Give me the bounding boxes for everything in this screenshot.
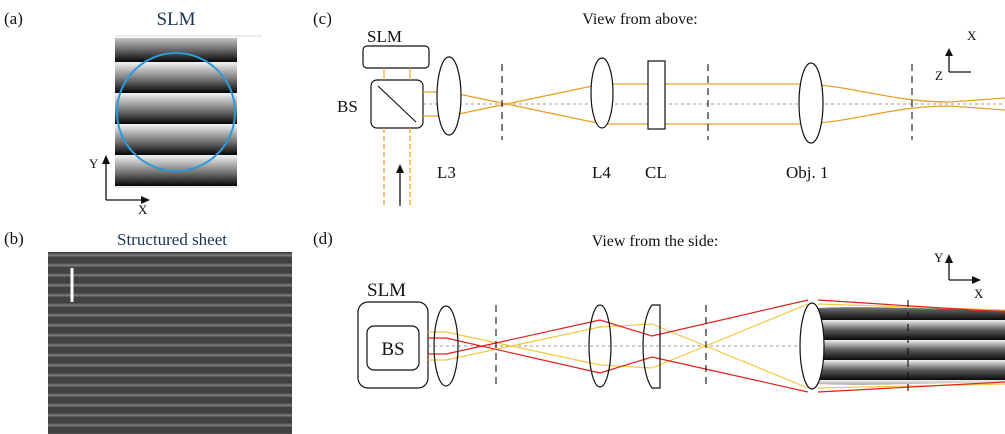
objective-lens-side [799, 302, 825, 390]
panel-d-title: View from the side: [592, 233, 719, 250]
label-l4: L4 [592, 163, 611, 182]
panel-c-tag: (c) [313, 9, 332, 28]
beam-splitter-side [366, 325, 420, 371]
label-l3: L3 [437, 163, 456, 182]
panel-d-axis-y: Y [934, 250, 944, 265]
structured-sheet-shade [48, 252, 292, 434]
panel-a-axis-x: X [138, 202, 148, 217]
cylindrical-lens-side [642, 304, 661, 389]
panel-d-bs-label: BS [381, 339, 404, 360]
bs-diagonal [377, 85, 417, 123]
axes-icon [945, 48, 971, 73]
panel-d-tag: (d) [313, 229, 333, 248]
beam-path-top [423, 83, 1005, 125]
label-obj: Obj. 1 [786, 163, 829, 182]
panel-c-axis-z: Z [935, 68, 943, 83]
panel-a-title: SLM [156, 9, 195, 30]
axes-icon [945, 254, 981, 284]
focal-planes-top [501, 64, 913, 140]
structured-beam-focus [818, 307, 1005, 385]
lens-l4-side [588, 304, 612, 388]
panel-b-title: Structured sheet [117, 230, 227, 249]
beam-path-side-yellow [428, 303, 1005, 389]
objective-lens-top [798, 62, 824, 144]
structured-sheet-image [48, 252, 292, 434]
arrow-up-icon [396, 164, 404, 206]
panel-a-axis-y: Y [89, 156, 99, 171]
slm-aperture-circle [116, 52, 236, 172]
panel-d-slm-label: SLM [367, 280, 406, 301]
lens-l3 [436, 56, 462, 136]
panel-c-axis-x: X [967, 28, 977, 43]
panel-a-tag: (a) [4, 9, 23, 28]
cylindrical-lens [647, 60, 666, 130]
panel-c-title: View from above: [582, 11, 697, 28]
slm-phase-pattern [115, 38, 237, 188]
slm-box-top [362, 45, 430, 69]
label-cl: CL [645, 163, 667, 182]
axes-icon [102, 155, 150, 204]
panel-c-bs-label: BS [337, 97, 358, 116]
panel-c-slm-label: SLM [367, 27, 402, 46]
focal-planes-side [495, 300, 909, 392]
beam-path-side-red [428, 299, 1005, 393]
input-beam-top [383, 128, 411, 206]
panel-d-axis-x: X [974, 286, 984, 301]
slm-to-bs-beam [383, 68, 411, 80]
lens-l4 [590, 57, 614, 129]
panel-b-tag: (b) [4, 229, 24, 248]
lens-l3-side [433, 305, 459, 387]
